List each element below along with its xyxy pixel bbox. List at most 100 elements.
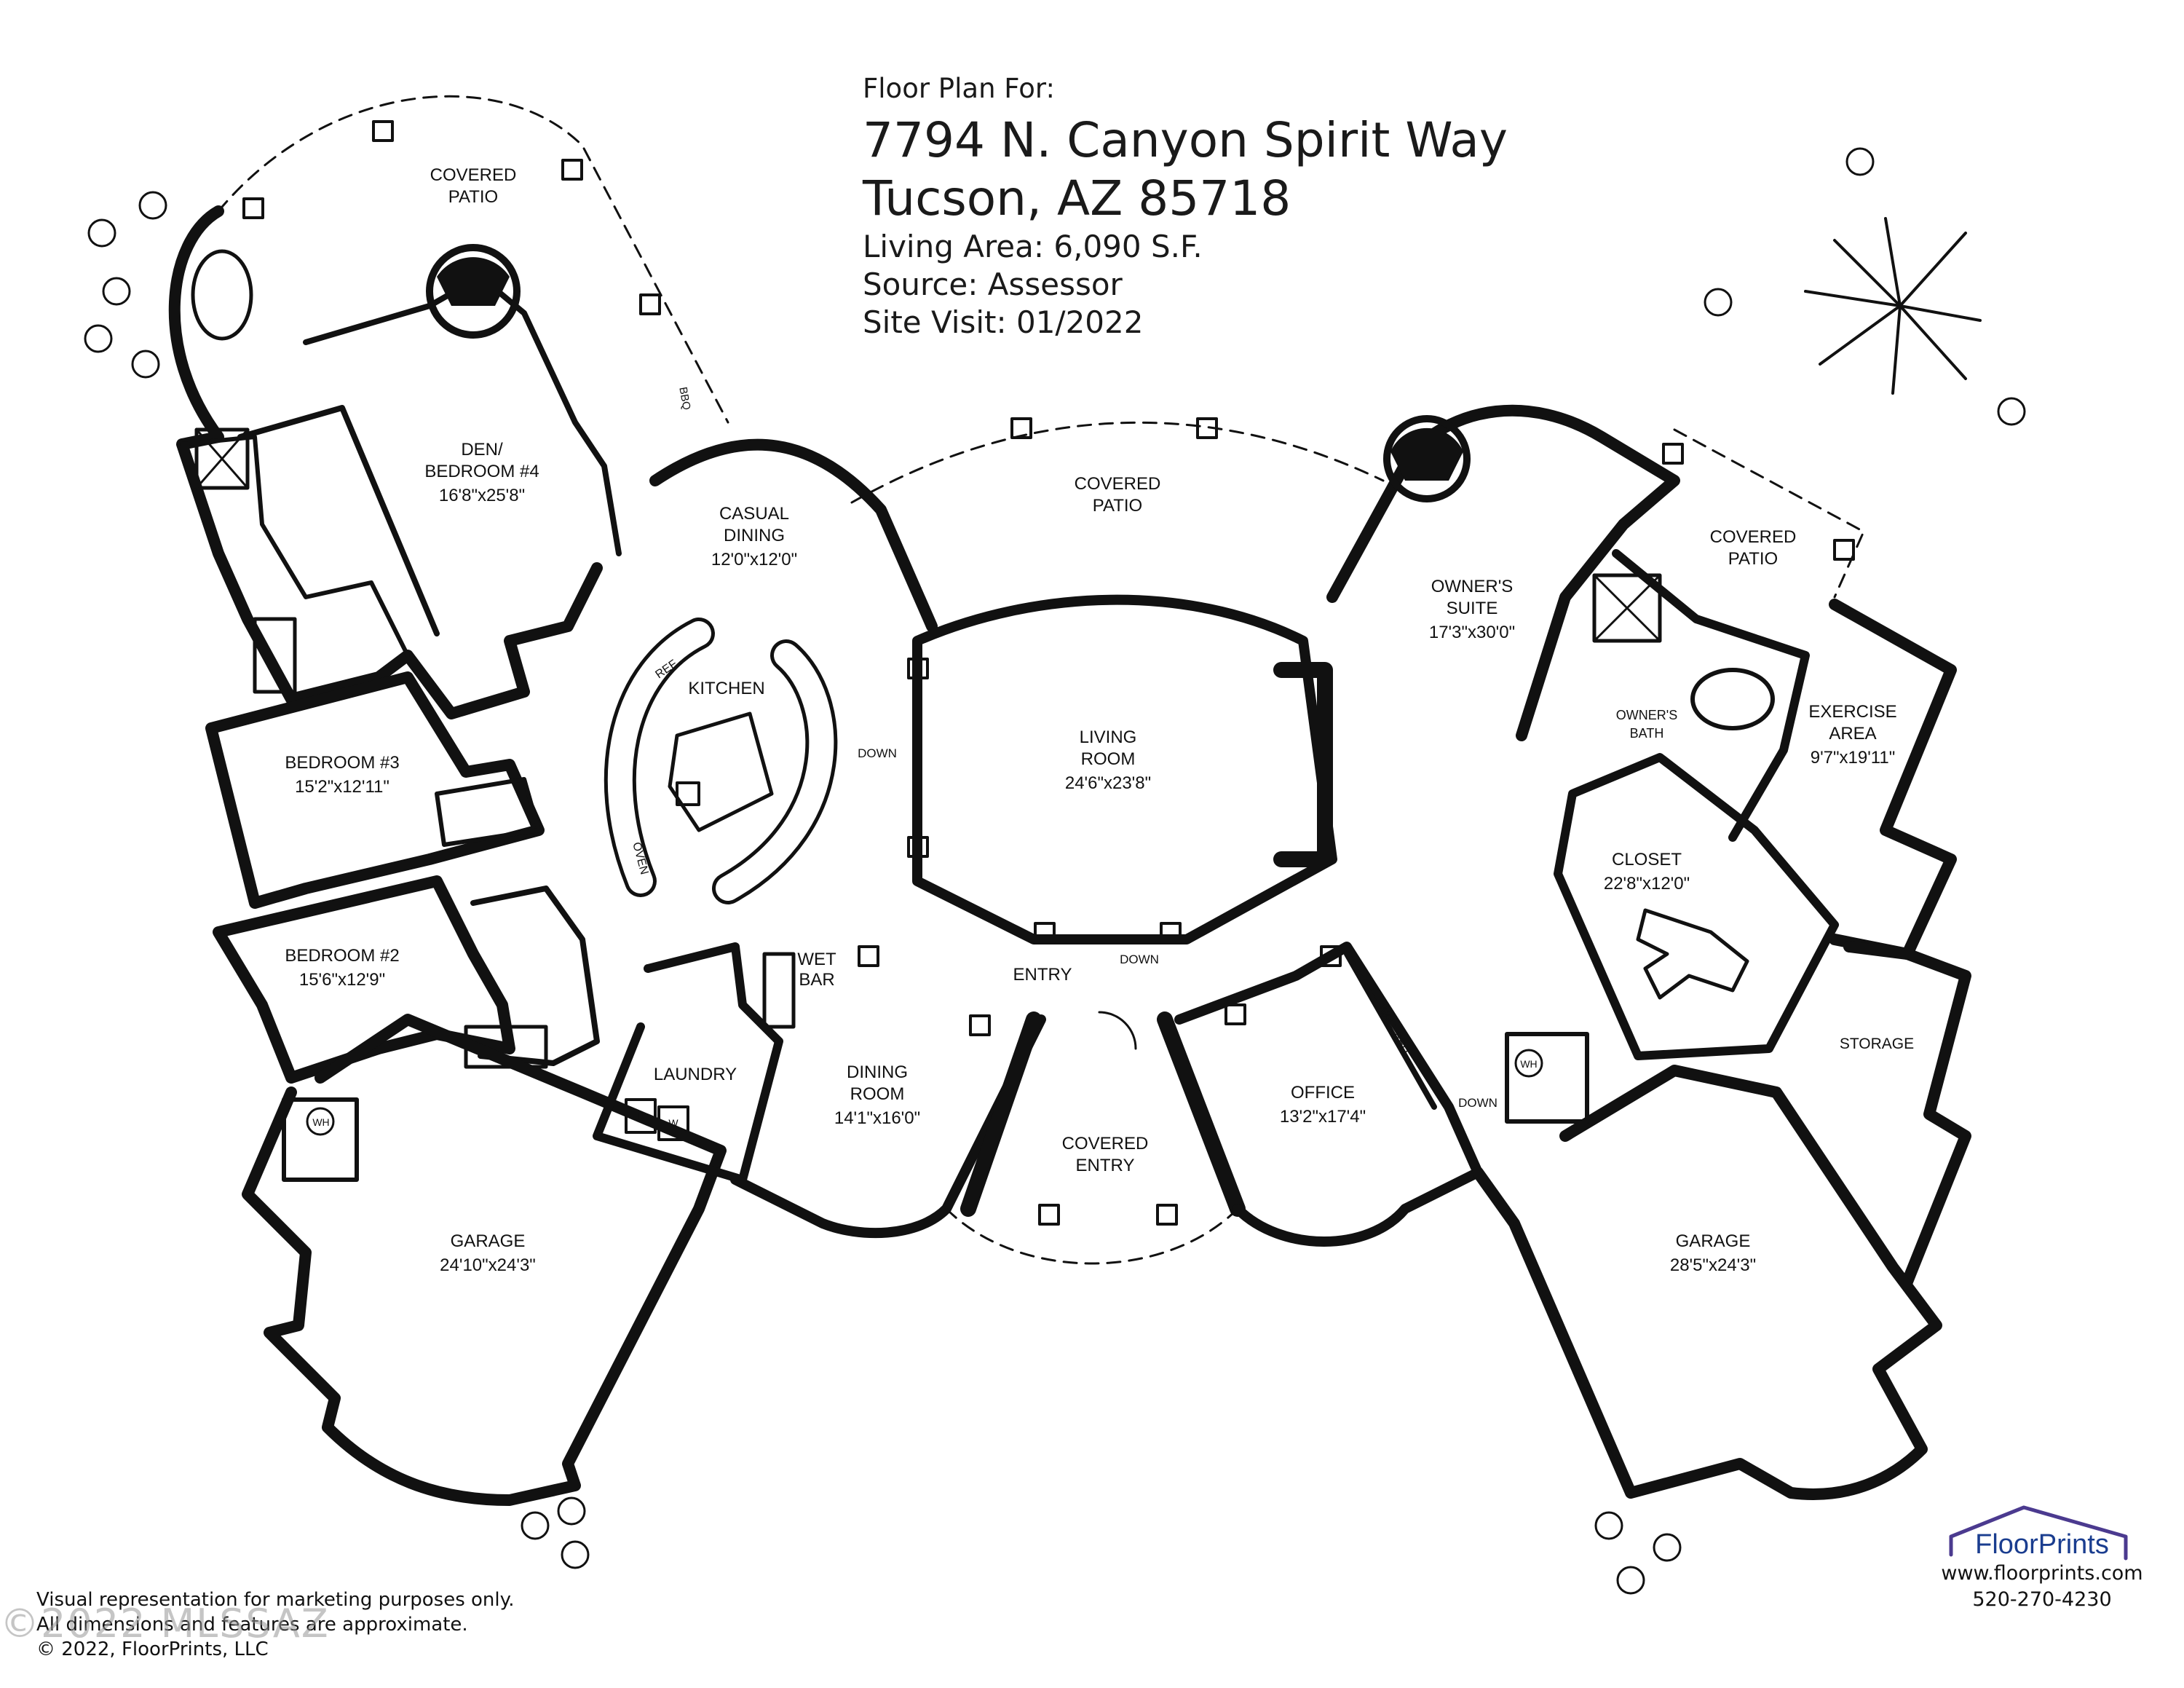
columns	[242, 120, 1855, 1226]
exercise-walls	[1829, 599, 1957, 960]
right-garage-dims: 28'5"x24'3"	[1670, 1255, 1756, 1275]
entry-label: ENTRY	[1013, 965, 1072, 985]
bbq-label: BBQ	[676, 386, 692, 411]
casual-dining-dims: 12'0"x12'0"	[711, 550, 797, 569]
right-wh-label: WH	[1520, 1058, 1537, 1070]
owners-suite-dims: 17'3"x30'0"	[1429, 623, 1515, 642]
covered-entry-label-1: COVERED	[1062, 1134, 1149, 1153]
den-label-1: DEN/	[461, 440, 503, 460]
laundry-walls	[593, 942, 783, 1184]
owners-tub	[1690, 668, 1775, 730]
washer-label: W	[668, 1117, 678, 1129]
right-wh	[1514, 1049, 1543, 1078]
den-wing-walls	[168, 205, 603, 719]
right-wh-closet	[1505, 1032, 1589, 1124]
living-room-label-1: LIVING	[1080, 727, 1137, 747]
owners-bath-label-2: BATH	[1630, 726, 1664, 741]
disclaimer-line3: © 2022, FloorPrints, LLC	[36, 1638, 269, 1660]
disclaimer: Visual representation for marketing purp…	[36, 1588, 515, 1662]
closet-dims: 22'8"x12'0"	[1604, 874, 1690, 894]
header-source: Source: Assessor	[863, 267, 1123, 302]
brand-block: FloorPrints www.floorprints.com 520-270-…	[1929, 1529, 2155, 1613]
covered-entry-label-2: ENTRY	[1076, 1156, 1135, 1175]
left-garage-walls	[242, 1014, 727, 1506]
down-label-living: DOWN	[858, 746, 897, 760]
brand-phone: 520-270-4230	[1972, 1588, 2112, 1611]
closet-island	[1636, 908, 1749, 1000]
right-garage-door	[1513, 1222, 1632, 1494]
den-dims: 16'8"x25'8"	[439, 486, 525, 505]
center-patio-label-1: COVERED	[1075, 474, 1161, 494]
header-living-area: Living Area: 6,090 S.F.	[863, 229, 1203, 264]
header-site-visit: Site Visit: 01/2022	[863, 304, 1144, 340]
nw-patio-label-2: PATIO	[448, 187, 498, 207]
bed3-closet	[435, 777, 541, 847]
bedroom3-label: BEDROOM #3	[285, 753, 399, 773]
laundry-label: LAUNDRY	[654, 1065, 737, 1084]
plan-header: Floor Plan For: 7794 N. Canyon Spirit Wa…	[863, 73, 1508, 342]
dining-room-dims: 14'1"x16'0"	[834, 1108, 920, 1128]
dining-room-label-1: DINING	[847, 1062, 908, 1082]
bedroom3-dims: 15'2"x12'11"	[295, 777, 389, 797]
down-label-office: DOWN	[1458, 1096, 1497, 1110]
dining-room-walls	[730, 1014, 1046, 1239]
kitchen-back-counter-inner	[607, 621, 711, 894]
den-bath-tub	[253, 617, 297, 694]
nw-patio-label-1: COVERED	[430, 165, 517, 185]
left-wh-closet	[282, 1097, 359, 1182]
center-patio-outline	[850, 421, 1385, 504]
wet-bar-counter	[762, 952, 796, 1029]
wet-bar-label-1: WET	[797, 950, 836, 969]
entry-walls	[960, 1011, 1246, 1217]
office-wall-bed	[1344, 951, 1437, 1110]
den-bath-walls	[180, 435, 410, 658]
entry-door	[1098, 1011, 1137, 1050]
exercise-dims: 9'7"x19'11"	[1811, 748, 1896, 768]
right-garage-walls	[1472, 1065, 1942, 1500]
den-shower	[194, 427, 250, 490]
den-label-2: BEDROOM #4	[424, 462, 539, 481]
down-label-entry: DOWN	[1120, 953, 1159, 966]
ne-patio-outline	[1673, 428, 1865, 599]
office-label: OFFICE	[1291, 1083, 1355, 1103]
den-turret	[426, 244, 521, 339]
plant-symbols	[84, 147, 2026, 1595]
brand-url[interactable]: www.floorprints.com	[1941, 1562, 2143, 1585]
disclaimer-line1: Visual representation for marketing purp…	[36, 1589, 515, 1611]
owners-turret-fill	[1390, 427, 1463, 481]
exercise-label-2: AREA	[1829, 724, 1876, 744]
ne-patio-label-2: PATIO	[1728, 549, 1778, 569]
kitchen-label: KITCHEN	[688, 679, 764, 698]
dryer-label: D	[637, 1110, 644, 1121]
wet-bar-label-2: BAR	[799, 970, 834, 990]
brand-logo-roof	[1949, 1505, 2128, 1561]
owners-suite-label-2: SUITE	[1447, 599, 1498, 618]
disclaimer-line2: All dimensions and features are approxim…	[36, 1614, 468, 1636]
kitchen-sink	[676, 781, 700, 806]
center-patio-label-2: PATIO	[1093, 496, 1142, 516]
brand-name: FloorPrints	[1975, 1529, 2109, 1560]
left-wh	[306, 1107, 335, 1136]
owners-suite-label-1: OWNER'S	[1431, 577, 1514, 596]
bedroom2-dims: 15'6"x12'9"	[299, 970, 385, 990]
kitchen-island	[668, 711, 774, 832]
owners-bath-walls	[1612, 549, 1810, 842]
casual-dining-label-1: CASUAL	[719, 504, 789, 524]
bedroom2-label: BEDROOM #2	[285, 946, 399, 966]
ne-patio-label-1: COVERED	[1710, 527, 1797, 547]
den-turret-fill	[437, 257, 510, 306]
nw-patio-outline	[217, 95, 729, 424]
mls-watermark: ©2022 MLSSAZ	[0, 1601, 330, 1646]
covered-entry-outline	[945, 1207, 1239, 1265]
closet-walls	[1554, 753, 1839, 1060]
storage-label: STORAGE	[1840, 1036, 1914, 1052]
office-dims: 13'2"x17'4"	[1280, 1107, 1366, 1127]
living-room-label-2: ROOM	[1081, 749, 1136, 769]
exercise-label-1: EXERCISE	[1808, 702, 1896, 722]
wall-bed-label: WALL BED	[1375, 1002, 1412, 1056]
left-garage-dims: 24'10"x24'3"	[440, 1255, 536, 1275]
den-tub	[191, 249, 253, 341]
washer	[625, 1098, 657, 1134]
left-wh-label: WH	[312, 1116, 329, 1128]
